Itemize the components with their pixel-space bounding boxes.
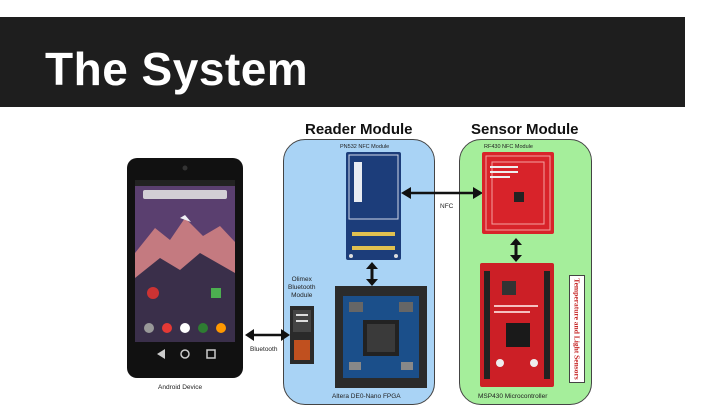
pn532-board <box>346 152 401 260</box>
bluetooth-label: Bluetooth <box>250 346 278 353</box>
sensor-module-label: Sensor Module <box>471 121 579 138</box>
fpga-label: Altera DE0-Nano FPGA <box>332 393 401 400</box>
title-bar <box>0 17 685 107</box>
reader-vertical-arrow <box>366 262 378 286</box>
android-phone <box>127 158 243 378</box>
msp430-board <box>480 263 554 387</box>
rf430-board <box>482 152 554 234</box>
nfc-label: NFC <box>440 203 454 210</box>
sensor-vertical-arrow <box>510 238 522 262</box>
olimex-board <box>290 306 314 364</box>
pn532-label: PN532 NFC Module <box>340 144 390 150</box>
bluetooth-arrow <box>245 329 290 341</box>
nfc-arrow <box>401 187 483 199</box>
android-device-label: Android Device <box>158 384 203 391</box>
fpga-board <box>335 286 427 388</box>
reader-module-label: Reader Module <box>305 121 413 138</box>
sensors-box: Temperature and Light Sensors <box>569 275 585 383</box>
slide-title: The System <box>45 43 309 95</box>
olimex-label: Olimex Bluetooth Module <box>288 276 316 299</box>
rf430-label: RF430 NFC Module <box>484 144 533 150</box>
msp430-label: MSP430 Microcontroller <box>478 393 548 400</box>
sensors-label: Temperature and Light Sensors <box>572 278 582 380</box>
